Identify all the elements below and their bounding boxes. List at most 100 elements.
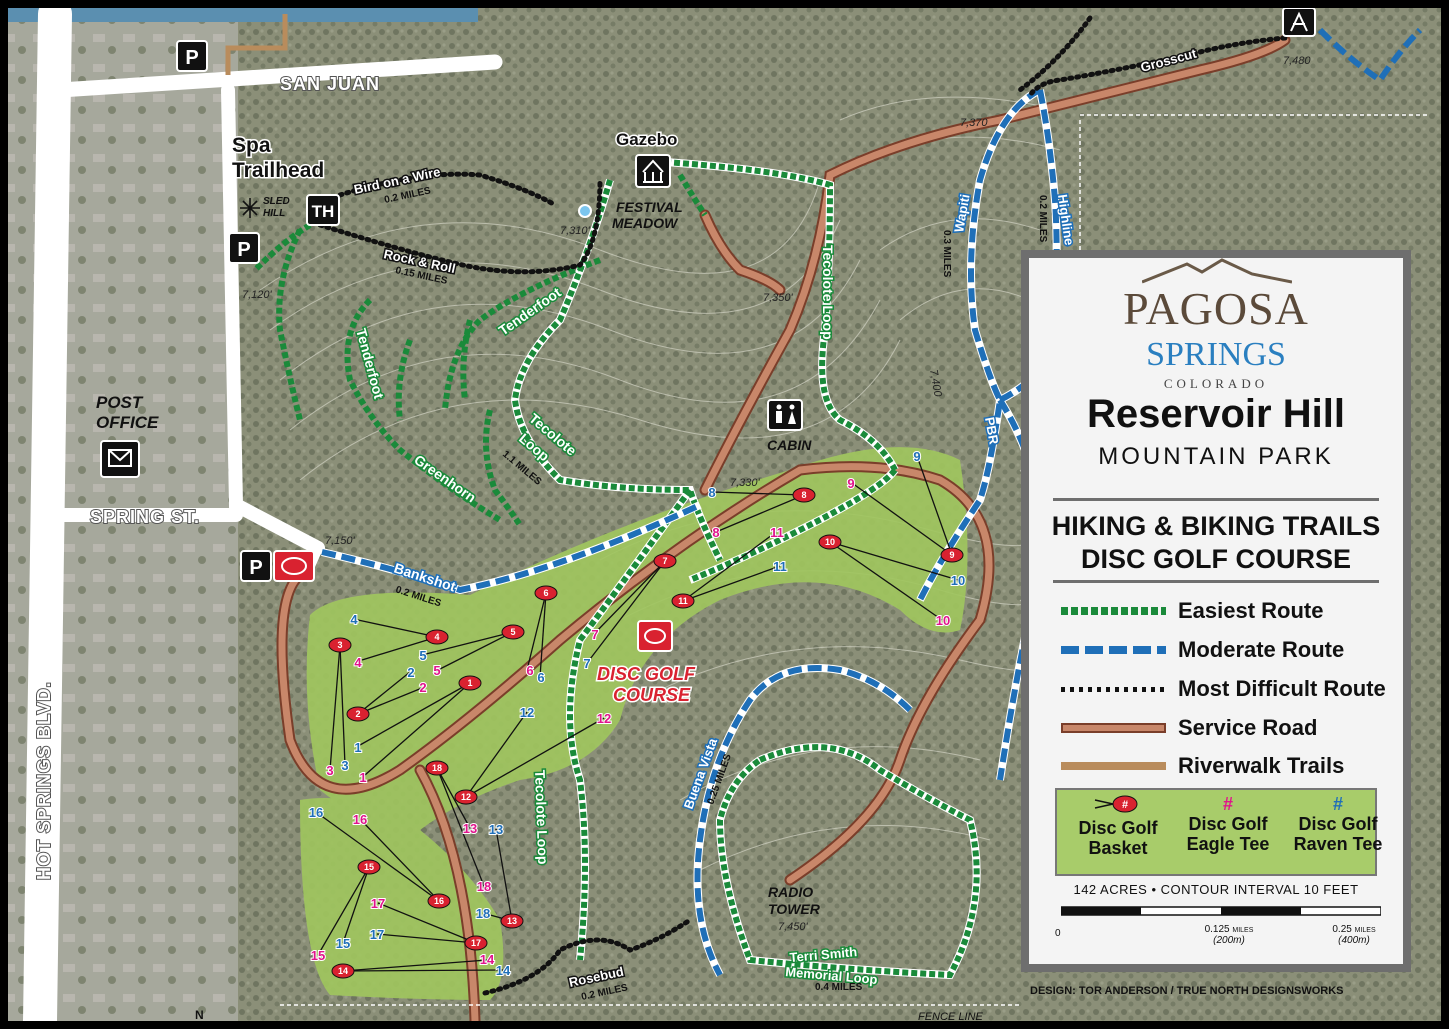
basket-14: 14 (331, 963, 355, 979)
elevation-7400: 7,400 (927, 368, 944, 398)
svg-text:13: 13 (489, 822, 503, 837)
legend-raven: # Disc Golf Raven Tee (1283, 794, 1393, 854)
park-subtitle: MOUNTAIN PARK (1098, 443, 1334, 470)
legend-label: Riverwalk Trails (1178, 753, 1345, 778)
post-office-icon (100, 440, 140, 478)
street-hot-springs: HOT SPRINGS BLVD. (34, 681, 54, 880)
radio-tower-label-2: TOWER (768, 901, 821, 917)
mountain-logo-icon (1142, 258, 1292, 284)
svg-text:5: 5 (433, 663, 440, 678)
svg-text:12: 12 (597, 711, 611, 726)
basket-7: 7 (653, 553, 677, 569)
elevation-7330: 7,330' (730, 477, 761, 489)
elevation-7450: 7,450' (778, 921, 809, 933)
elevation-7480: 7,480 (1283, 55, 1311, 67)
disc-golf-fairways (315, 455, 959, 972)
divider (1053, 580, 1379, 583)
moderate-swatch (1061, 646, 1166, 654)
legend-difficult: Most Difficult Route (1061, 674, 1386, 704)
restroom-icon (767, 399, 803, 431)
trailhead-label: Trailhead (232, 159, 324, 182)
svg-text:12: 12 (461, 792, 471, 802)
terri-smith-miles: 0.4 MILES (815, 982, 863, 993)
legend-label: Moderate Route (1178, 637, 1345, 662)
svg-text:7: 7 (662, 556, 667, 566)
highline-miles: 0.2 MILES (1037, 195, 1048, 243)
section-title-line-1: HIKING & BIKING TRAILS (1051, 511, 1381, 541)
section-title-line-2: DISC GOLF COURSE (1080, 544, 1351, 574)
svg-text:11: 11 (678, 596, 688, 606)
svg-text:13: 13 (507, 916, 517, 926)
svg-text:P: P (237, 239, 250, 261)
difficult-swatch (1061, 686, 1166, 692)
scale-label-0: 0 (1055, 928, 1061, 939)
svg-text:2: 2 (407, 665, 414, 680)
svg-text:4: 4 (354, 655, 362, 670)
disc-golf-course-label: DISC GOLF (597, 664, 696, 684)
svg-text:15: 15 (336, 936, 350, 951)
eagle-label: Disc Golf Eagle Tee (1186, 814, 1270, 854)
parking-icon: P (240, 550, 272, 582)
scale-label-mid: 0.125 MILES (200m) (1189, 924, 1269, 946)
basket-11: 11 (671, 593, 695, 609)
raven-label: Disc Golf Raven Tee (1293, 814, 1383, 854)
svg-text:10: 10 (951, 573, 965, 588)
design-credit: DESIGN: TOR ANDERSON / TRUE NORTH DESIGN… (1030, 985, 1344, 997)
svg-text:3: 3 (341, 758, 348, 773)
parking-icon: P (228, 232, 260, 264)
svg-text:5: 5 (419, 648, 426, 663)
svg-text:13: 13 (463, 821, 477, 836)
disc-golf-icon (637, 620, 673, 652)
fence-line-label: FENCE LINE (918, 1011, 983, 1023)
brand-pagosa: PAGOSA (1123, 283, 1309, 334)
svg-text:18: 18 (477, 879, 491, 894)
trailhead-icon: TH (306, 194, 340, 226)
svg-text:6: 6 (526, 663, 533, 678)
legend-riverwalk: Riverwalk Trails (1061, 751, 1344, 781)
basket-1: 1 (458, 675, 482, 691)
difficult-trails (317, 15, 1288, 996)
legend-service-road: Service Road (1061, 713, 1317, 743)
basket-18: 18 (425, 760, 449, 776)
svg-text:6: 6 (543, 588, 548, 598)
svg-text:3: 3 (337, 640, 342, 650)
elevation-7350: 7,350' (763, 292, 794, 304)
svg-text:17: 17 (371, 896, 385, 911)
svg-text:16: 16 (353, 812, 367, 827)
easiest-swatch (1061, 607, 1166, 615)
raven-symbol: # (1332, 794, 1343, 814)
post-office-label-2: OFFICE (96, 413, 159, 432)
svg-text:18: 18 (432, 763, 442, 773)
tecolote-loop-east-label: Tecolote Loop (820, 245, 836, 340)
pbr-label: PBR (982, 416, 1002, 446)
svg-text:9: 9 (949, 550, 954, 560)
eagle-symbol: # (1222, 794, 1233, 814)
legend-panel: PAGOSA SPRINGS COLORADO Reservoir Hill M… (1021, 250, 1411, 972)
service-road-swatch (1061, 723, 1166, 733)
svg-text:2: 2 (355, 709, 360, 719)
easiest-trails (252, 158, 981, 980)
basket-15: 15 (357, 859, 381, 875)
river (8, 8, 478, 22)
svg-text:1: 1 (467, 678, 472, 688)
svg-text:1: 1 (359, 770, 366, 785)
elevation-7120: 7,120' (242, 289, 273, 301)
riverwalk-trail (225, 14, 288, 75)
streets (23, 0, 503, 1029)
basket-icon: # (1094, 795, 1138, 813)
festival-label-2: MEADOW (612, 215, 679, 231)
legend-basket: # Disc Golf Basket (1063, 794, 1173, 858)
basket-8: 8 (792, 487, 816, 503)
disc-golf-icon (273, 550, 315, 582)
svg-text:8: 8 (801, 490, 806, 500)
basket-13: 13 (500, 913, 524, 929)
street-spring: SPRING ST. (90, 507, 200, 527)
scale-end-unit: MILES (1354, 927, 1376, 934)
basket-12: 12 (454, 789, 478, 805)
brand-colorado: COLORADO (1163, 376, 1269, 391)
legend-eagle: # Disc Golf Eagle Tee (1173, 794, 1283, 854)
elevation-7150: 7,150' (325, 535, 356, 547)
festival-label: FESTIVAL (616, 199, 683, 215)
